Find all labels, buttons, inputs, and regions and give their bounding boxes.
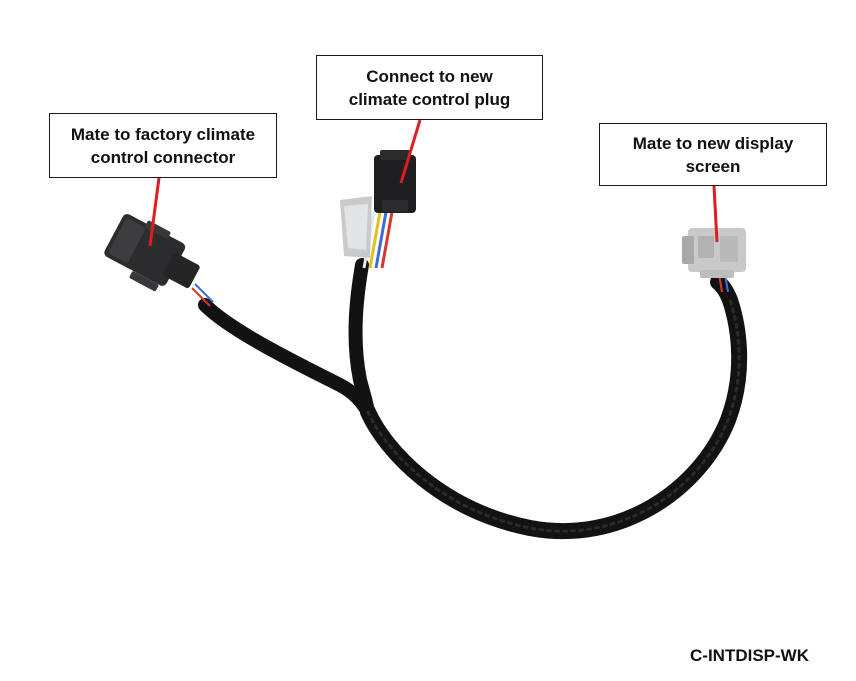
cable-left-branch: [198, 298, 375, 419]
cable-middle-branch: [348, 258, 375, 419]
pointer-line-climate: [399, 119, 422, 184]
display-connector: [682, 228, 746, 278]
pointer-line-factory: [148, 177, 161, 247]
callout-climate-line-1: Connect to new: [366, 66, 493, 86]
callout-display-line-1: Mate to new display: [632, 133, 794, 153]
pointer-line-display: [712, 185, 719, 243]
factory-connector: [104, 214, 200, 292]
callout-factory-line-2: control connector: [90, 147, 236, 167]
exposed-wires-left: [191, 283, 214, 307]
callout-climate-line-2: climate control plug: [348, 89, 511, 109]
callout-display-screen: Mate to new display screen: [599, 123, 827, 186]
part-number-label: C-INTDISP-WK: [690, 646, 809, 665]
callout-factory-connector: Mate to factory climate control connecto…: [49, 113, 277, 178]
cable-main-trunk: [360, 274, 748, 540]
callout-display-line-2: screen: [685, 156, 741, 176]
callout-factory-line-1: Mate to factory climate: [70, 124, 256, 144]
cable-braid-texture: [366, 298, 741, 533]
callout-climate-plug: Connect to new climate control plug: [316, 55, 543, 120]
